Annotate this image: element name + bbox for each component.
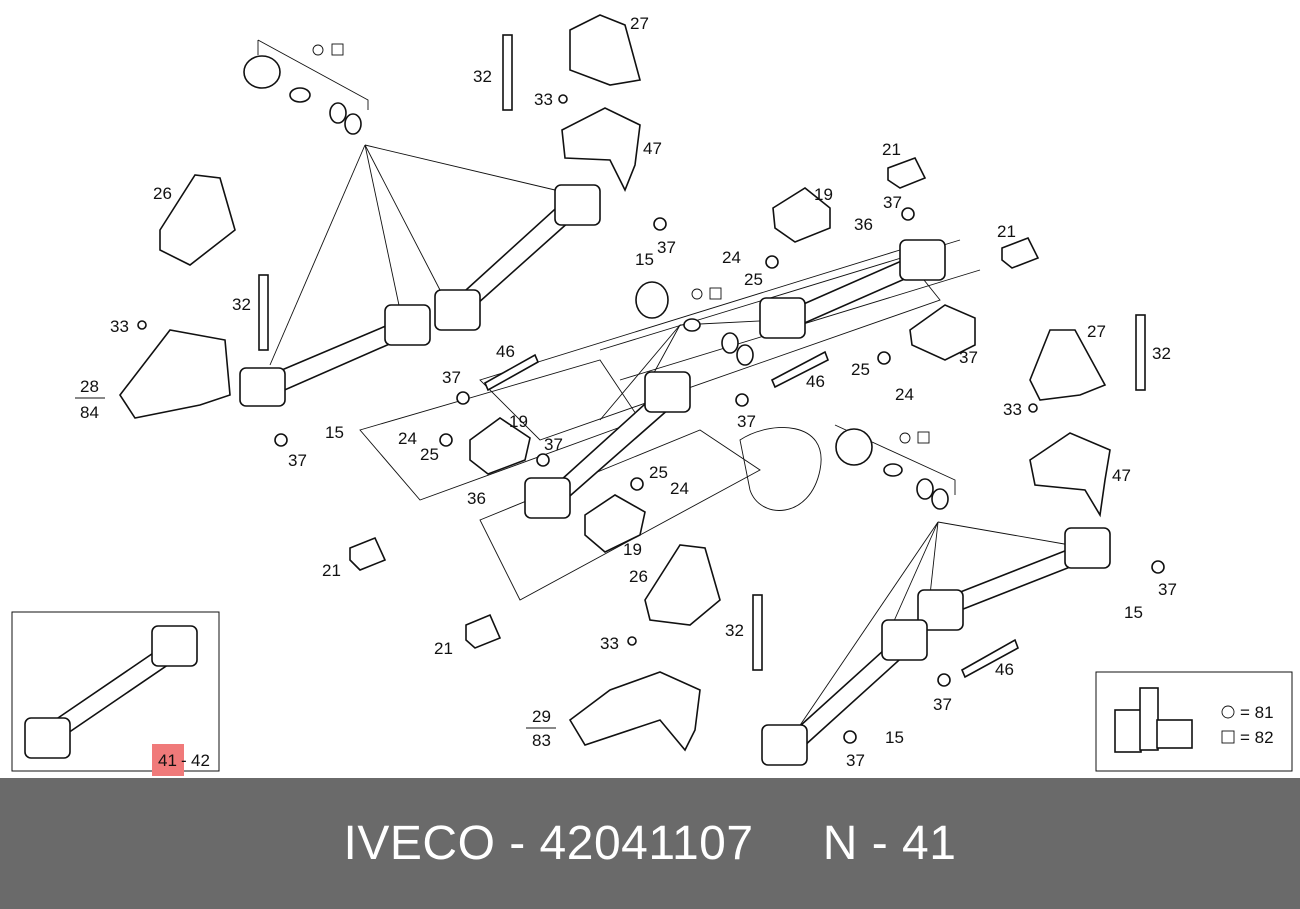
callout: 37 bbox=[657, 238, 676, 257]
callout: 37 bbox=[442, 368, 461, 387]
bushing-groups bbox=[635, 281, 949, 510]
callout: 15 bbox=[635, 250, 654, 269]
legend-box: = 81 = 82 bbox=[1095, 671, 1293, 772]
callout: 33 bbox=[1003, 400, 1022, 419]
callout: 37 bbox=[1158, 580, 1177, 599]
callout: 36 bbox=[467, 489, 486, 508]
highlight-marker bbox=[152, 744, 184, 776]
callout: 32 bbox=[1152, 344, 1171, 363]
callout: 37 bbox=[544, 435, 563, 454]
callout: 25 bbox=[744, 270, 763, 289]
callout: 32 bbox=[725, 621, 744, 640]
callout: 15 bbox=[325, 423, 344, 442]
leader-lines bbox=[257, 39, 1071, 741]
callout: 25 bbox=[851, 360, 870, 379]
part-number-title: IVECO - 42041107 N - 41 bbox=[343, 817, 957, 870]
exploded-parts-diagram: 32 33 27 47 26 32 33 28 84 21 19 37 36 2… bbox=[11, 14, 1293, 776]
callout: 24 bbox=[722, 248, 741, 267]
inset-range-end: 42 bbox=[191, 751, 210, 770]
bushing-group-top-left bbox=[243, 43, 362, 135]
brackets-and-mounts bbox=[119, 14, 1111, 752]
callout: 15 bbox=[885, 728, 904, 747]
callout: 21 bbox=[997, 222, 1016, 241]
legend-circle-value: = 81 bbox=[1240, 703, 1274, 722]
callout: 21 bbox=[882, 140, 901, 159]
callout: 37 bbox=[959, 348, 978, 367]
legend-circle-symbol bbox=[1221, 705, 1235, 719]
inset-box: 41 - 42 bbox=[11, 611, 220, 776]
callout: 21 bbox=[434, 639, 453, 658]
callout: 26 bbox=[629, 567, 648, 586]
callout: 46 bbox=[496, 342, 515, 361]
legend-square-value: = 82 bbox=[1240, 728, 1274, 747]
callout: 21 bbox=[322, 561, 341, 580]
legend-square-symbol bbox=[1221, 730, 1235, 744]
callout: 37 bbox=[737, 412, 756, 431]
callout: 37 bbox=[288, 451, 307, 470]
callout: 27 bbox=[630, 14, 649, 33]
callout: 32 bbox=[232, 295, 251, 314]
callout: 24 bbox=[670, 479, 689, 498]
callout: 84 bbox=[80, 403, 99, 422]
callout: 29 bbox=[532, 707, 551, 726]
callout: 37 bbox=[846, 751, 865, 770]
callout: 19 bbox=[509, 412, 528, 431]
callout: 83 bbox=[532, 731, 551, 750]
callout: 47 bbox=[1112, 466, 1131, 485]
callout: 33 bbox=[534, 90, 553, 109]
callout: 36 bbox=[854, 215, 873, 234]
callout: 28 bbox=[80, 377, 99, 396]
callout-labels: 32 33 27 47 26 32 33 28 84 21 19 37 36 2… bbox=[80, 14, 1177, 770]
callout: 47 bbox=[643, 139, 662, 158]
callout: 46 bbox=[806, 372, 825, 391]
bolts-and-nuts bbox=[137, 34, 1165, 744]
callout: 26 bbox=[153, 184, 172, 203]
footer-bar: IVECO - 42041107 N - 41 bbox=[0, 778, 1300, 909]
callout: 25 bbox=[649, 463, 668, 482]
callout: 19 bbox=[623, 540, 642, 559]
callout: 19 bbox=[814, 185, 833, 204]
callout: 33 bbox=[110, 317, 129, 336]
callout: 37 bbox=[883, 193, 902, 212]
callout: 46 bbox=[995, 660, 1014, 679]
callout: 24 bbox=[398, 429, 417, 448]
callout: 37 bbox=[933, 695, 952, 714]
callout: 27 bbox=[1087, 322, 1106, 341]
callout: 15 bbox=[1124, 603, 1143, 622]
callout: 32 bbox=[473, 67, 492, 86]
fraction-bars bbox=[75, 397, 556, 729]
inset-highlight-number: 41 bbox=[158, 751, 177, 770]
callout: 24 bbox=[895, 385, 914, 404]
callout: 25 bbox=[420, 445, 439, 464]
inset-separator: - bbox=[181, 751, 187, 770]
callout: 33 bbox=[600, 634, 619, 653]
reaction-rods bbox=[239, 184, 1111, 766]
